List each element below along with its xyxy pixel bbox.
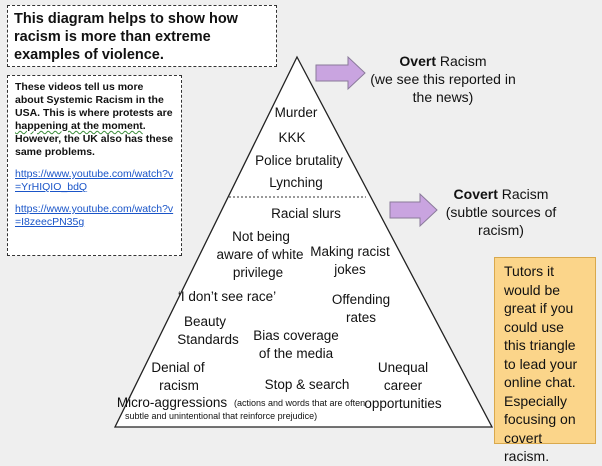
videos-text-squiggle: happening at the moment	[15, 120, 143, 132]
pyramid-triangle	[113, 55, 494, 428]
item-bias-line2: of the media	[259, 346, 334, 361]
item-dont-see-race: ‘I don’t see race’	[178, 289, 276, 304]
item-lynching: Lynching	[269, 175, 323, 190]
micro-note-line2: subtle and unintentional that reinforce …	[125, 411, 317, 421]
item-racist-jokes-line1: Making racist	[310, 244, 390, 259]
item-beauty-line1: Beauty	[184, 314, 226, 329]
video-link-2[interactable]: https://www.youtube.com/watch?v=I8zeecPN…	[15, 203, 174, 228]
item-micro-aggressions: Micro-aggressions	[117, 395, 228, 410]
item-police-brutality: Police brutality	[255, 153, 343, 168]
item-murder: Murder	[275, 105, 318, 120]
overt-subtitle: (we see this reported in the news)	[370, 71, 516, 105]
tutor-note-text: Tutors it would be great if you could us…	[504, 263, 578, 464]
overt-label: Overt Racism (we see this reported in th…	[368, 52, 518, 106]
overt-rest: Racism	[436, 53, 487, 69]
videos-box: These videos tell us more about Systemic…	[7, 75, 182, 256]
covert-subtitle: (subtle sources of racism)	[445, 204, 557, 238]
item-beauty-line2: Standards	[177, 332, 239, 347]
item-unequal-line1: Unequal	[378, 360, 428, 375]
item-offending-line2: rates	[346, 310, 376, 325]
item-denial-line1: Denial of	[151, 360, 205, 375]
item-kkk: KKK	[278, 130, 305, 145]
videos-text: These videos tell us more about Systemic…	[15, 81, 174, 159]
video-link-1[interactable]: https://www.youtube.com/watch?v=YrHIQIO_…	[15, 168, 174, 193]
item-racist-jokes-line2: jokes	[333, 262, 366, 277]
covert-title: Covert Racism	[437, 185, 565, 203]
overt-bold: Overt	[399, 53, 436, 69]
covert-arrow-icon	[389, 192, 438, 228]
item-racial-slurs: Racial slurs	[271, 206, 341, 221]
videos-text-before: These videos tell us more about Systemic…	[15, 81, 173, 119]
micro-note-line1: (actions and words that are often	[234, 398, 365, 408]
videos-text-after: . However, the UK also has these same pr…	[15, 120, 174, 158]
intro-box: This diagram helps to show how racism is…	[7, 5, 277, 67]
item-not-aware-line1: Not being	[232, 229, 290, 244]
item-unequal-line3: opportunities	[364, 396, 442, 411]
covert-label: Covert Racism (subtle sources of racism)	[437, 185, 565, 239]
tutor-note: Tutors it would be great if you could us…	[494, 257, 596, 464]
item-stop-search: Stop & search	[265, 377, 350, 392]
item-unequal-line2: career	[384, 378, 423, 393]
item-not-aware-line3: privilege	[233, 265, 283, 280]
overt-title: Overt Racism	[368, 52, 518, 70]
overt-arrow-icon	[315, 55, 366, 91]
item-offending-line1: Offending	[332, 292, 390, 307]
item-not-aware-line2: aware of white	[216, 247, 303, 262]
covert-rest: Racism	[497, 186, 549, 202]
intro-text: This diagram helps to show how racism is…	[14, 11, 238, 63]
item-denial-line2: racism	[159, 378, 199, 393]
racism-pyramid: Murder KKK Police brutality Lynching Rac…	[113, 55, 494, 428]
covert-bold: Covert	[453, 186, 498, 202]
item-bias-line1: Bias coverage	[253, 328, 339, 343]
